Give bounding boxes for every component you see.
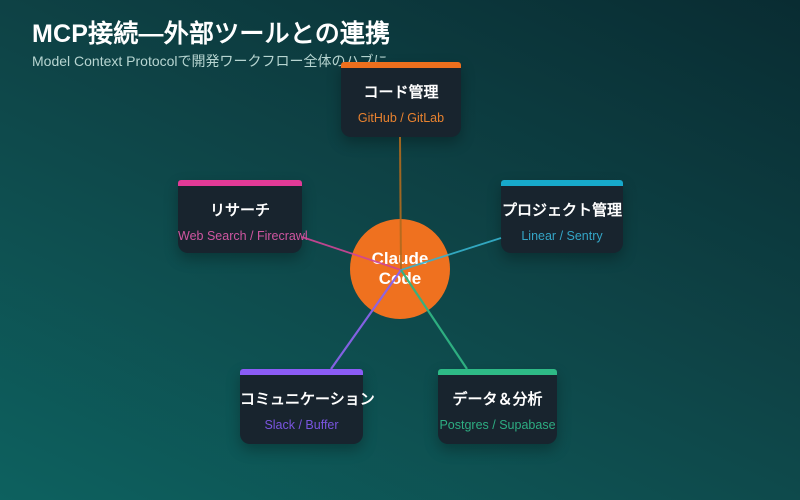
page-subtitle: Model Context Protocolで開発ワークフロー全体のハブに xyxy=(32,53,388,69)
node-title: コミュニケーション xyxy=(240,391,375,408)
node-tools: Postgres / Supabase xyxy=(439,418,556,432)
accent-bar xyxy=(178,180,302,186)
node-code-management: コード管理 GitHub / GitLab xyxy=(341,62,461,137)
claude-code-label: Claude Code xyxy=(372,249,429,289)
node-communication: コミュニケーション Slack / Buffer xyxy=(240,369,375,444)
accent-bar xyxy=(438,369,557,375)
node-title: プロジェクト管理 xyxy=(501,202,622,219)
page-title: MCP接続—外部ツールとの連携 xyxy=(32,20,391,48)
claude-code-hub-node: Claude Code xyxy=(350,219,450,319)
node-tools: Web Search / Firecrawl xyxy=(178,229,308,243)
node-title: リサーチ xyxy=(209,202,270,219)
node-research: リサーチ Web Search / Firecrawl xyxy=(178,180,308,253)
accent-bar xyxy=(240,369,363,375)
node-project-management: プロジェクト管理 Linear / Sentry xyxy=(501,180,623,253)
accent-bar xyxy=(341,62,461,68)
claude-code-label-line2: Code xyxy=(378,269,422,288)
node-tools: GitHub / GitLab xyxy=(357,111,445,125)
node-title: コード管理 xyxy=(363,84,439,101)
node-data-analytics: データ＆分析 Postgres / Supabase xyxy=(438,369,557,444)
node-tools: Linear / Sentry xyxy=(521,229,603,243)
node-title: データ＆分析 xyxy=(452,391,543,408)
node-tools: Slack / Buffer xyxy=(264,418,339,432)
claude-code-label-line1: Claude xyxy=(371,249,429,268)
accent-bar xyxy=(501,180,623,186)
